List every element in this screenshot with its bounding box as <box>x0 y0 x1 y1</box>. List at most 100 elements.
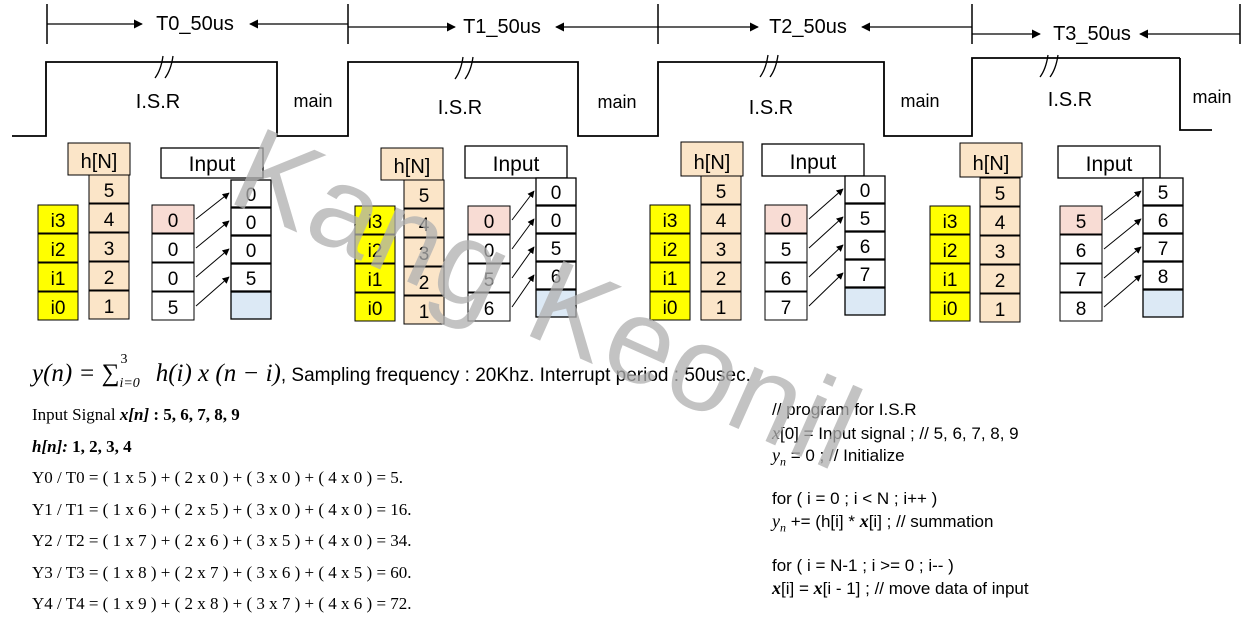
h-header-label-2: h[N] <box>694 152 731 174</box>
input-header-label-1: Input <box>493 153 540 176</box>
sum-upper-limit: 3 <box>120 351 128 367</box>
coef-cell-2-1 <box>700 204 742 234</box>
input-value-2-1: 5 <box>781 240 792 261</box>
input-header-box-1 <box>464 145 568 179</box>
coef-value-3-1: 4 <box>995 213 1006 234</box>
shift-cell-0-4 <box>230 291 272 320</box>
input-cell-2-0 <box>764 204 808 234</box>
shift-value-0-3: 5 <box>246 269 257 290</box>
input-cell-1-2 <box>467 263 511 293</box>
index-cell-0-3 <box>37 291 79 321</box>
shift-cell-0-1 <box>230 207 272 236</box>
input-value-1-2: 5 <box>484 270 495 291</box>
coef-value-2-2: 3 <box>716 240 727 261</box>
h-header-box-3 <box>959 142 1023 178</box>
input-value-0-1: 0 <box>168 240 179 261</box>
code-input-assign: x[0] = Input signal ; // 5, 6, 7, 8, 9 <box>772 423 1019 444</box>
input-signal-values: : 5, 6, 7, 8, 9 <box>149 405 240 424</box>
h-header-box-1 <box>380 147 444 181</box>
input-value-0-2: 0 <box>168 269 179 290</box>
code-y-subscript: n <box>780 454 786 469</box>
input-cell-1-1 <box>467 234 511 264</box>
code-shift: x[i] = x[i - 1] ; // move data of input <box>772 578 1029 599</box>
coef-cell-0-2 <box>88 232 130 262</box>
code-for-sum: for ( i = 0 ; i < N ; i++ ) <box>772 489 938 508</box>
coef-cell-3-3 <box>979 264 1021 294</box>
input-signal-label: Input Signal <box>32 405 120 424</box>
code-y-symbol: y <box>772 445 780 465</box>
period-label-1: T1_50us <box>463 16 541 38</box>
main-label-3: main <box>1192 87 1231 107</box>
shift-value-2-2: 6 <box>860 237 871 258</box>
input-cell-0-0 <box>151 204 195 234</box>
code-x-symbol: x <box>772 423 780 443</box>
input-header-label-2: Input <box>790 151 837 174</box>
shift-cell-3-3 <box>1142 261 1184 290</box>
code-shift-text-b: [i - 1] ; // move data of input <box>822 579 1029 598</box>
input-header-label-0: Input <box>189 153 236 176</box>
input-header-box-3 <box>1057 145 1161 179</box>
h-header-label-0: h[N] <box>81 151 118 173</box>
index-label-2-3: i0 <box>663 298 678 319</box>
input-cell-3-0 <box>1059 205 1103 235</box>
shift-value-1-2: 5 <box>551 239 562 260</box>
equation-y0: Y0 / T0 = ( 1 x 5 ) + ( 2 x 0 ) + ( 3 x … <box>32 468 404 487</box>
isr-label-0: I.S.R <box>136 91 180 113</box>
shift-arrow-3-1 <box>1103 218 1142 250</box>
coef-value-3-3: 2 <box>995 271 1006 292</box>
coef-cell-2-0 <box>700 175 742 205</box>
coefficient-values: 1, 2, 3, 4 <box>67 437 132 456</box>
input-signal-symbol: x[n] <box>119 405 150 424</box>
coef-cell-0-3 <box>88 261 130 291</box>
period-label-3: T3_50us <box>1053 23 1131 45</box>
coef-cell-1-1 <box>403 208 445 238</box>
shift-value-1-0: 0 <box>551 183 562 204</box>
code-shift-text-a: [i] = <box>781 579 814 598</box>
shift-arrow-2-3 <box>808 272 844 307</box>
coef-cell-1-4 <box>403 295 445 325</box>
index-cell-2-3 <box>649 291 691 321</box>
break-mark-b-2 <box>769 54 779 78</box>
input-header-box-2 <box>761 143 865 177</box>
input-cell-0-2 <box>151 262 195 292</box>
code-x-symbol-3: x <box>772 578 781 598</box>
break-mark-a-3 <box>1039 54 1049 78</box>
shift-value-0-0: 0 <box>246 185 257 206</box>
coef-cell-2-2 <box>700 233 742 263</box>
shift-arrow-1-1 <box>511 218 535 250</box>
shift-cell-2-2 <box>844 231 886 260</box>
equation-y3: Y3 / T3 = ( 1 x 8 ) + ( 2 x 7 ) + ( 3 x … <box>32 563 412 582</box>
coef-value-2-4: 1 <box>716 298 727 319</box>
index-label-1-0: i3 <box>368 212 383 233</box>
shift-cell-0-2 <box>230 235 272 264</box>
coef-cell-0-0 <box>88 174 130 204</box>
shift-cell-1-3 <box>535 261 577 290</box>
shift-arrow-1-0 <box>511 190 535 221</box>
index-label-3-0: i3 <box>943 212 958 233</box>
coef-value-2-1: 4 <box>716 211 727 232</box>
shift-arrow-3-3 <box>1103 274 1142 308</box>
coef-value-3-2: 3 <box>995 242 1006 263</box>
shift-cell-2-4 <box>844 287 886 316</box>
coef-cell-3-1 <box>979 206 1021 236</box>
shift-value-1-1: 0 <box>551 211 562 232</box>
coef-value-1-2: 3 <box>419 244 430 265</box>
code-x-symbol-2: x <box>859 511 869 531</box>
index-label-3-2: i1 <box>943 270 958 291</box>
break-mark-b-0 <box>164 55 174 79</box>
shift-cell-3-2 <box>1142 233 1184 262</box>
index-cell-2-2 <box>649 262 691 292</box>
shift-cell-1-0 <box>535 177 577 206</box>
shift-value-2-0: 0 <box>860 181 871 202</box>
index-label-0-2: i1 <box>51 269 66 290</box>
coef-value-2-0: 5 <box>716 182 727 203</box>
input-cell-3-3 <box>1059 292 1103 322</box>
coef-cell-1-3 <box>403 266 445 296</box>
shift-cell-3-1 <box>1142 205 1184 234</box>
coef-cell-3-2 <box>979 235 1021 265</box>
index-label-2-1: i2 <box>663 240 678 261</box>
equation-y1: Y1 / T1 = ( 1 x 6 ) + ( 2 x 5 ) + ( 3 x … <box>32 500 412 519</box>
